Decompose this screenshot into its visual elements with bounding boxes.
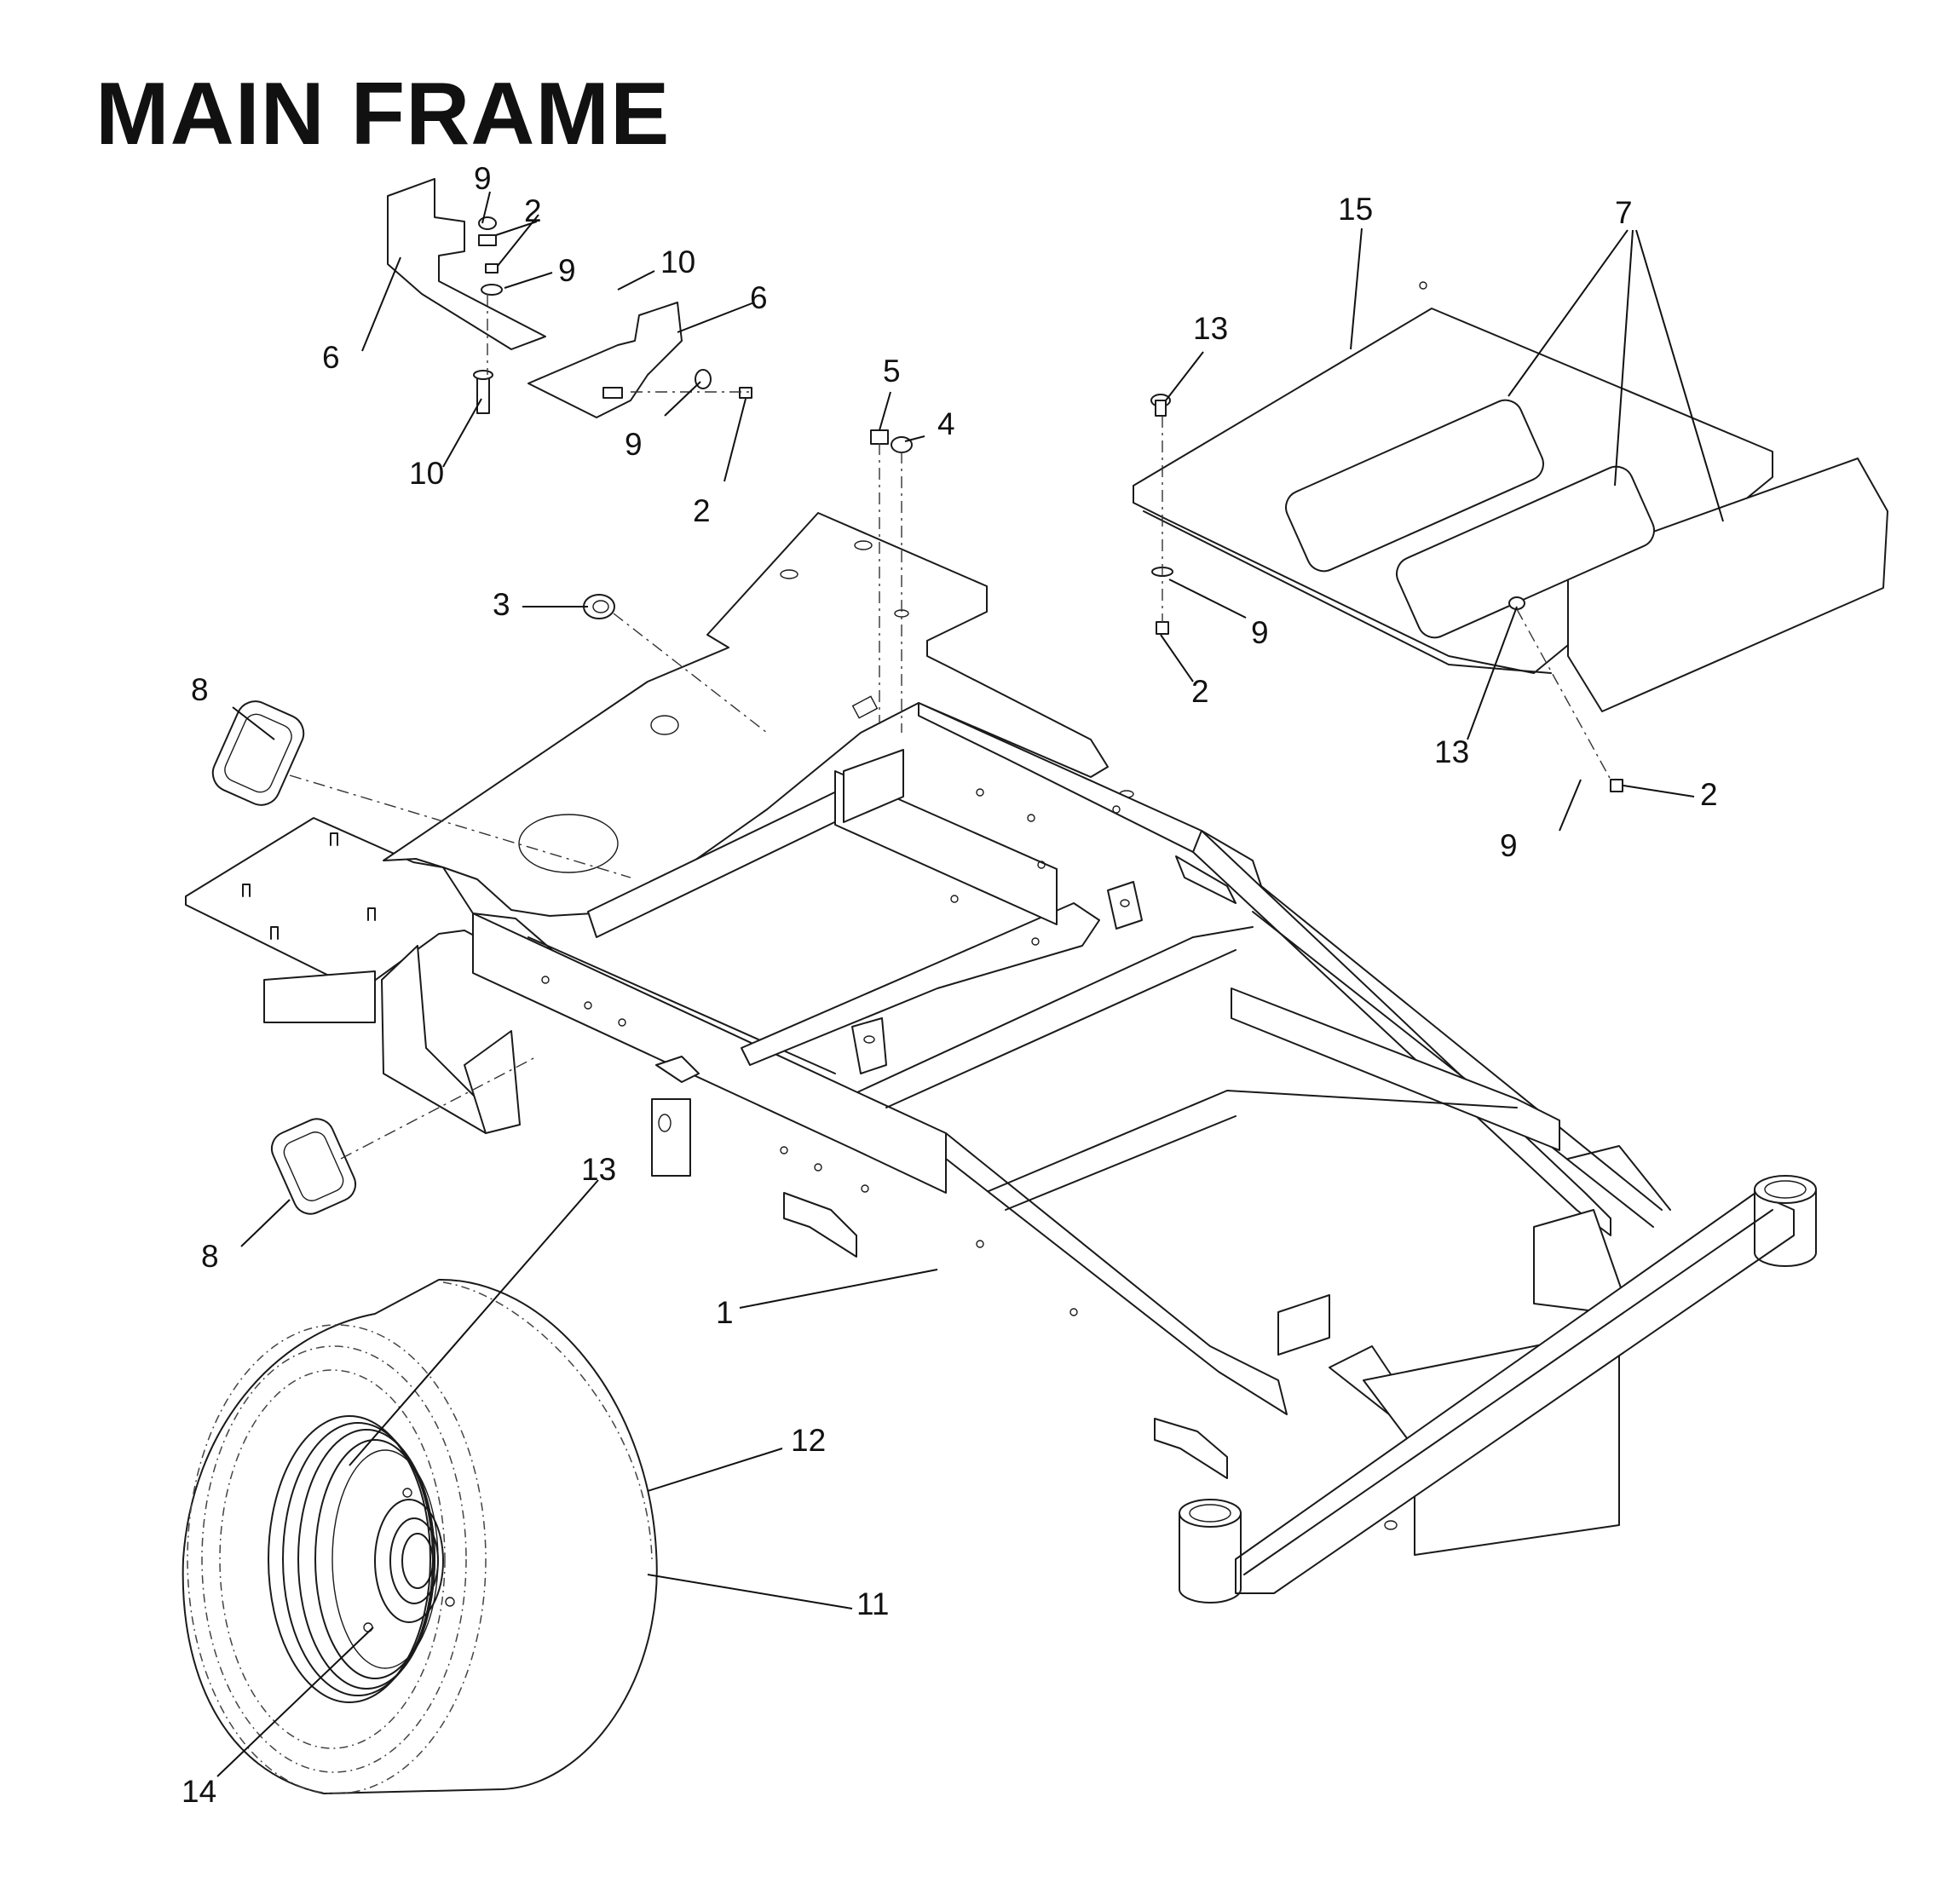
callout-9: 9 (558, 253, 576, 288)
callout-7: 7 (1615, 195, 1633, 230)
callout-2: 2 (1700, 777, 1718, 812)
hardware (211, 178, 1623, 1215)
callout-13: 13 (1434, 734, 1469, 769)
callout-1: 1 (716, 1295, 734, 1330)
seat-pan-assembly (1133, 281, 1888, 712)
callout-6: 6 (750, 280, 768, 315)
callout-13: 13 (1193, 311, 1228, 346)
callout-2: 2 (693, 493, 711, 528)
callout-13: 13 (581, 1152, 616, 1187)
callout-11: 11 (856, 1586, 889, 1621)
callout-15: 15 (1338, 192, 1373, 227)
callout-9: 9 (474, 161, 492, 196)
callout-9: 9 (1251, 615, 1269, 650)
callout-9: 9 (625, 427, 643, 462)
callout-14: 14 (182, 1774, 216, 1809)
callout-6: 6 (322, 340, 340, 375)
callout-10: 10 (660, 245, 695, 279)
callout-9: 9 (1500, 828, 1518, 863)
callout-5: 5 (883, 354, 901, 389)
rear-wheel-assembly (182, 1278, 658, 1794)
callout-8: 8 (201, 1239, 219, 1274)
callout-2: 2 (1191, 674, 1209, 709)
callout-4: 4 (937, 406, 955, 441)
callout-12: 12 (791, 1423, 826, 1458)
callout-3: 3 (493, 587, 510, 622)
callout-10: 10 (409, 456, 444, 491)
page-title: MAIN FRAME (95, 65, 671, 164)
leader-lines (216, 191, 1724, 1777)
main-frame-assembly (185, 512, 1817, 1603)
callout-8: 8 (191, 672, 209, 707)
callout-2: 2 (524, 193, 542, 228)
callout-labels: 9 2 9 6 10 10 6 9 2 5 4 3 8 8 1 15 7 13 … (182, 161, 1718, 1809)
